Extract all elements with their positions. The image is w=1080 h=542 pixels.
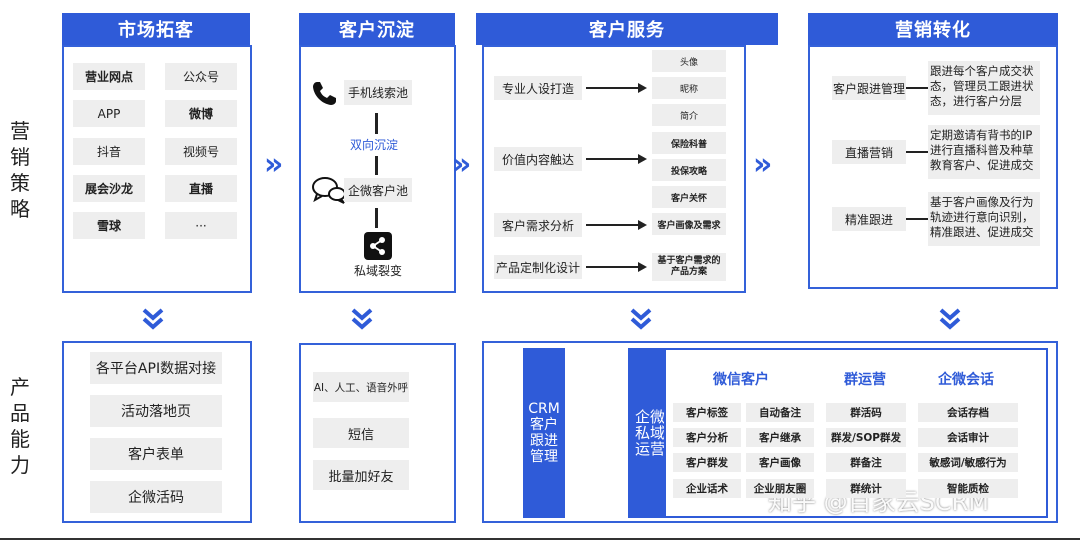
wecom-feature-chip: 自动备注 <box>746 403 814 422</box>
service-row-arrow-head <box>638 220 647 230</box>
market-channel-chip: 微博 <box>165 100 237 127</box>
convert-row-desc: 跟进每个客户成交状态，管理员工跟进状态，进行客户分层 <box>928 61 1040 115</box>
market-channel-chip: APP <box>73 100 145 127</box>
market-channel-chip: 展会沙龙 <box>73 175 145 202</box>
wecom-feature-chip: 客户继承 <box>746 428 814 447</box>
service-output-chip: 头像 <box>652 50 726 72</box>
wecom-group-title: 微信客户 <box>713 372 769 388</box>
service-row-label: 客户需求分析 <box>494 213 582 237</box>
convert-row-label: 直播营销 <box>832 140 906 164</box>
crm-bar: CRM客户跟进管理 <box>523 348 565 518</box>
market-channel-chip: 公众号 <box>165 63 237 90</box>
market-channel-chip: 抖音 <box>73 138 145 165</box>
double-chevron-down-icon <box>142 308 164 330</box>
convert-row-desc: 定期邀请有背书的IP进行直播科普及种草教育客户、促进成交 <box>928 125 1040 179</box>
service-output-chip: 简介 <box>652 104 726 126</box>
session-feature-chip: 智能质检 <box>918 479 1018 498</box>
connector-line-2 <box>375 156 378 175</box>
service-row-arrow-head <box>638 262 647 272</box>
settle-capability-item: 批量加好友 <box>313 460 409 490</box>
market-channel-chip: 营业网点 <box>73 63 145 90</box>
group-feature-chip: 群统计 <box>826 479 906 498</box>
wecom-feature-chip: 企业话术 <box>673 479 741 498</box>
double-chevron-right-icon: » <box>264 147 284 182</box>
wecom-feature-chip: 企业朋友圈 <box>746 479 814 498</box>
double-chevron-down-icon <box>351 308 373 330</box>
service-row-label: 专业人设打造 <box>494 76 582 100</box>
capability-side-label: 产品能力 <box>10 375 30 477</box>
session-feature-chip: 会话审计 <box>918 428 1018 447</box>
service-row-arrow-line <box>586 224 639 226</box>
service-output-chip: 基于客户需求的产品方案 <box>652 253 726 281</box>
convert-row-label: 精准跟进 <box>832 207 906 231</box>
convert-connector <box>906 151 928 153</box>
market-capability-item: 客户表单 <box>90 438 222 470</box>
fission-label: 私域裂变 <box>353 263 402 278</box>
market-capability-item: 企微活码 <box>90 481 222 513</box>
double-chevron-down-icon <box>939 308 961 330</box>
convert-header: 营销转化 <box>808 13 1058 45</box>
service-output-chip: 昵称 <box>652 77 726 99</box>
service-row-arrow-line <box>586 158 639 160</box>
service-header: 客户服务 <box>476 13 778 45</box>
wechat-icon <box>312 177 346 204</box>
wecom-feature-chip: 客户画像 <box>746 453 814 472</box>
bottom-rule <box>0 538 1080 540</box>
wecom-customer-pool: 企微客户池 <box>344 178 412 202</box>
settle-capability-item: 短信 <box>313 418 409 448</box>
convert-row-label: 客户跟进管理 <box>832 76 906 100</box>
wecom-group-title: 群运营 <box>844 372 886 388</box>
service-row-arrow-line <box>586 87 639 89</box>
wecom-feature-chip: 客户群发 <box>673 453 741 472</box>
group-feature-chip: 群备注 <box>826 453 906 472</box>
session-feature-chip: 敏感词/敏感行为 <box>918 453 1018 472</box>
settle-header: 客户沉淀 <box>299 13 455 45</box>
group-feature-chip: 群发/SOP群发 <box>826 428 906 447</box>
bidirectional-label: 双向沉淀 <box>349 137 398 152</box>
wecom-feature-chip: 客户标签 <box>673 403 741 422</box>
service-output-chip: 保险科普 <box>652 132 726 154</box>
service-row-arrow-line <box>586 266 639 268</box>
strategy-side-label: 营销策略 <box>10 119 30 221</box>
connector-line-1 <box>375 113 378 134</box>
service-row-label: 产品定制化设计 <box>494 255 582 279</box>
service-row-arrow-head <box>638 154 647 164</box>
convert-connector <box>906 218 928 220</box>
connector-line-3 <box>375 208 378 228</box>
convert-row-desc: 基于客户画像及行为轨迹进行意向识别，精准跟进、促进成交 <box>928 192 1040 246</box>
phone-lead-pool: 手机线索池 <box>344 80 412 105</box>
market-channel-chip: ··· <box>165 212 237 239</box>
market-header: 市场拓客 <box>62 13 250 45</box>
service-output-chip: 客户画像及需求 <box>652 213 726 235</box>
settle-capability-item: AI、人工、语音外呼 <box>313 372 409 402</box>
wecom-group-title: 企微会话 <box>938 372 994 388</box>
share-icon <box>364 232 392 260</box>
service-output-chip: 投保攻略 <box>652 159 726 181</box>
service-row-label: 价值内容触达 <box>494 147 582 171</box>
service-output-chip: 客户关怀 <box>652 186 726 208</box>
market-channel-chip: 视频号 <box>165 138 237 165</box>
market-channel-chip: 雪球 <box>73 212 145 239</box>
wecom-feature-chip: 客户分析 <box>673 428 741 447</box>
double-chevron-down-icon <box>630 308 652 330</box>
service-row-arrow-head <box>638 83 647 93</box>
double-chevron-right-icon: » <box>452 147 472 182</box>
convert-connector <box>906 87 928 89</box>
market-channel-chip: 直播 <box>165 175 237 202</box>
group-feature-chip: 群活码 <box>826 403 906 422</box>
phone-icon <box>313 82 336 105</box>
session-feature-chip: 会话存档 <box>918 403 1018 422</box>
market-capability-item: 活动落地页 <box>90 395 222 427</box>
market-capability-item: 各平台API数据对接 <box>90 352 222 384</box>
double-chevron-right-icon: » <box>753 147 773 182</box>
